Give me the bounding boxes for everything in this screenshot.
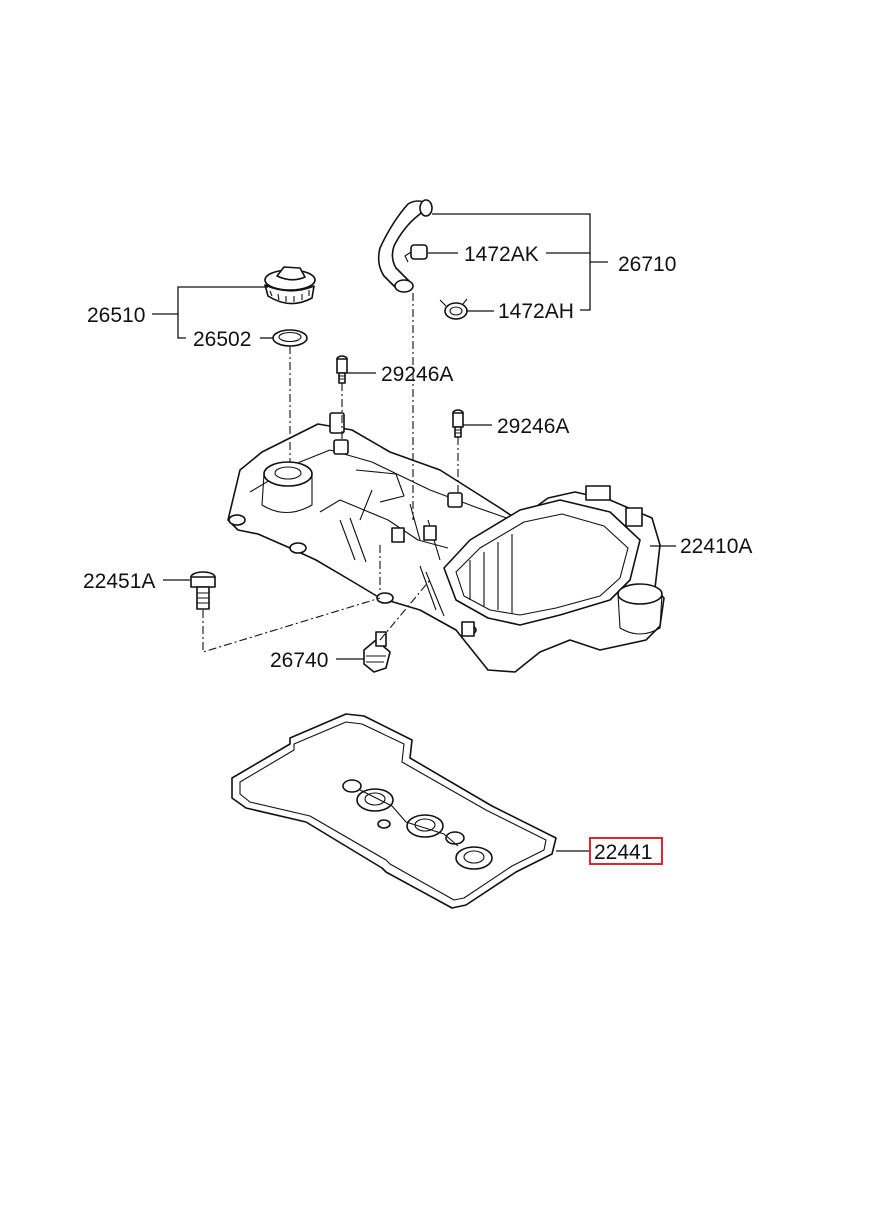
label-pcv-valve[interactable]: 26740 <box>270 649 328 672</box>
label-rocker-cover[interactable]: 22410A <box>680 535 752 558</box>
label-cover-gasket[interactable]: 22441 <box>594 841 652 864</box>
stud-lower[interactable] <box>452 409 464 438</box>
stud-upper[interactable] <box>336 355 348 384</box>
hose-clamp-lower[interactable] <box>439 298 468 320</box>
cover-bolt[interactable] <box>190 571 216 610</box>
leader-lines <box>152 213 676 852</box>
part-labels: 26510 26502 1472AK 26710 1472AH 29246A 2… <box>83 243 752 865</box>
label-clamp-upper[interactable]: 1472AK <box>464 243 539 266</box>
label-clamp-lower[interactable]: 1472AH <box>498 300 574 323</box>
label-pcv-hose[interactable]: 26710 <box>618 253 676 276</box>
rocker-cover-gasket[interactable] <box>231 713 557 909</box>
oil-filler-cap[interactable] <box>264 266 316 305</box>
cap-gasket[interactable] <box>272 329 308 347</box>
assembly-lines <box>202 293 459 653</box>
label-oil-cap[interactable]: 26510 <box>87 304 145 327</box>
label-cap-gasket[interactable]: 26502 <box>193 328 251 351</box>
highlight-box <box>589 837 663 865</box>
pcv-hose[interactable] <box>377 199 433 293</box>
label-bolt[interactable]: 22451A <box>83 570 155 593</box>
pcv-valve[interactable] <box>363 631 391 673</box>
hose-clamp-upper[interactable] <box>404 244 428 263</box>
rocker-cover[interactable] <box>227 412 665 673</box>
label-stud-upper[interactable]: 29246A <box>381 363 453 386</box>
label-stud-lower[interactable]: 29246A <box>497 415 569 438</box>
